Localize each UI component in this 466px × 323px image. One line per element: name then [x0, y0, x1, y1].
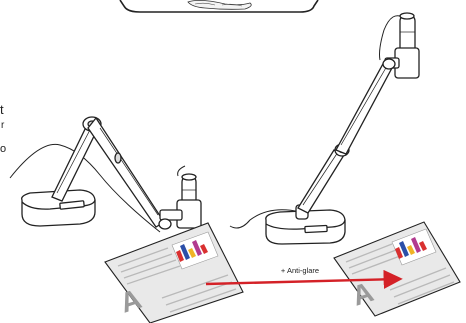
printed-document-left: A	[104, 222, 244, 323]
document-camera-right	[229, 12, 420, 245]
printed-document-right: A	[333, 221, 461, 317]
cropped-text-line-2: r	[1, 120, 5, 131]
document-camera-left	[9, 116, 202, 233]
anti-glare-label: + Anti-glare	[281, 266, 319, 275]
cropped-text-line-3: o	[0, 143, 6, 155]
arrow-shaft	[205, 269, 403, 289]
chart-bars-left	[176, 240, 208, 262]
cropped-text-line-1: t	[0, 102, 4, 117]
magnifier-inset	[119, 0, 319, 13]
chart-bars-right	[395, 237, 427, 259]
anti-glare-arrow: + Anti-glare	[205, 266, 403, 289]
cropped-text: t r o	[0, 102, 6, 155]
